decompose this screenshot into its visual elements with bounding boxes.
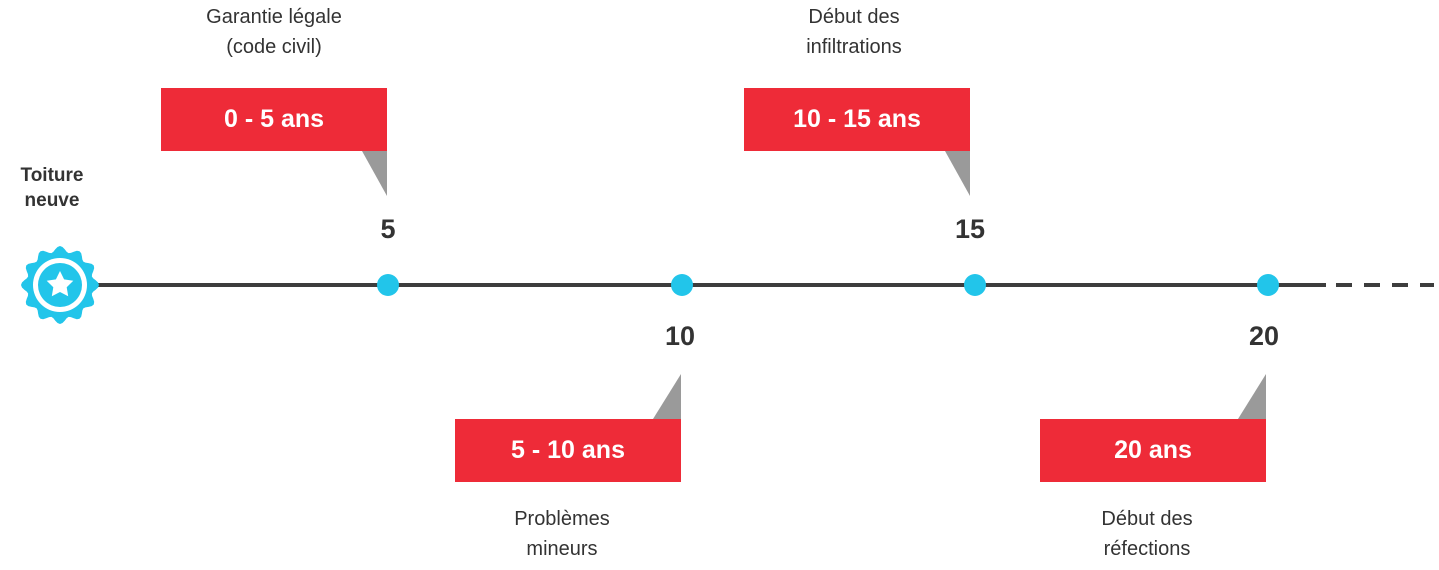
- start-label-line1: Toiture: [20, 165, 84, 186]
- caption-10-15: Début des infiltrations: [734, 2, 974, 62]
- timeline-continuation-dash: [1392, 283, 1408, 287]
- caption-line: Début des: [808, 6, 900, 28]
- timeline-axis: [60, 283, 1326, 287]
- caption-line: mineurs: [526, 538, 598, 560]
- duration-badge-20: 20 ans: [1040, 419, 1266, 482]
- milestone-dot-20: [1257, 274, 1279, 296]
- caption-line: Garantie légale: [206, 6, 342, 28]
- duration-badge-10-15: 10 - 15 ans: [744, 88, 970, 151]
- star-badge-icon: [21, 246, 99, 324]
- tick-label-10: 10: [664, 321, 696, 351]
- tick-label-20: 20: [1248, 321, 1280, 351]
- caption-line: réfections: [1103, 538, 1191, 560]
- badge-tail: [1238, 374, 1266, 419]
- timeline-continuation-dash: [1364, 283, 1380, 287]
- milestone-dot-5: [377, 274, 399, 296]
- caption-line: Début des: [1101, 508, 1193, 530]
- duration-badge-5-10: 5 - 10 ans: [455, 419, 681, 482]
- caption-line: (code civil): [226, 36, 322, 58]
- timeline-continuation-dash: [1420, 283, 1434, 287]
- start-label-line2: neuve: [24, 190, 80, 211]
- milestone-dot-15: [964, 274, 986, 296]
- badge-tail: [945, 151, 970, 196]
- start-label: Toiture neuve: [0, 163, 104, 213]
- duration-badge-0-5: 0 - 5 ans: [161, 88, 387, 151]
- badge-tail: [653, 374, 681, 419]
- badge-tail: [362, 151, 387, 196]
- caption-5-10: Problèmes mineurs: [442, 504, 682, 564]
- caption-0-5: Garantie légale (code civil): [154, 2, 394, 62]
- caption-line: infiltrations: [806, 36, 902, 58]
- caption-line: Problèmes: [514, 508, 610, 530]
- caption-20: Début des réfections: [1027, 504, 1267, 564]
- milestone-dot-10: [671, 274, 693, 296]
- tick-label-15: 15: [954, 214, 986, 244]
- tick-label-5: 5: [380, 214, 396, 244]
- timeline-continuation-dash: [1336, 283, 1352, 287]
